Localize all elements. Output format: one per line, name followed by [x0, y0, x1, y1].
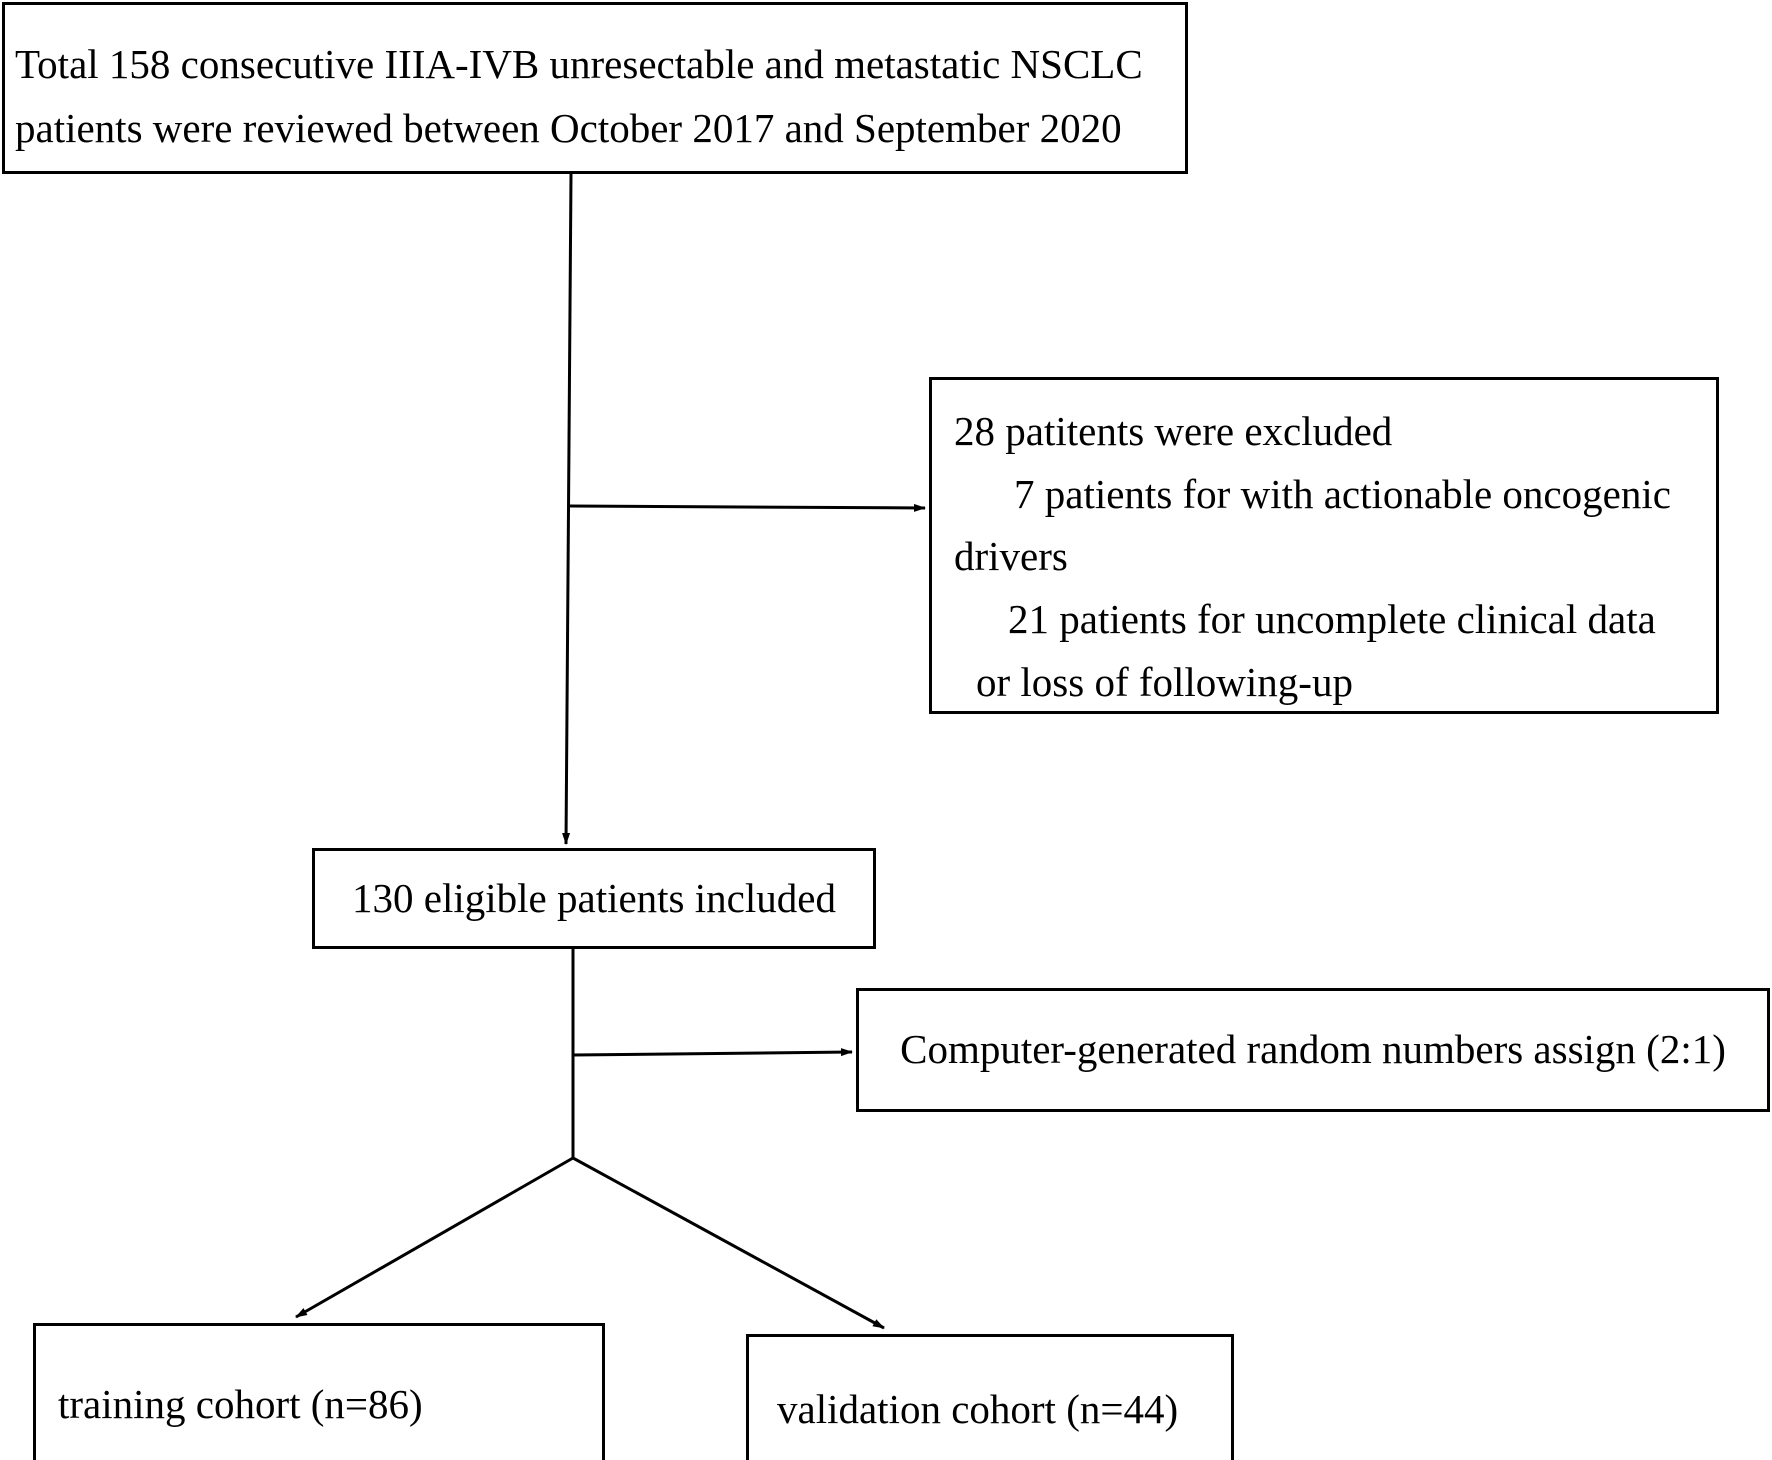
random-text: Computer-generated random numbers assign… [900, 1026, 1726, 1073]
arrow-to-validation [572, 1156, 885, 1330]
arrow-to-random [572, 1048, 853, 1057]
arrow-to-excluded [569, 503, 926, 512]
excluded-line-1: 28 patitents were excluded [954, 408, 1393, 454]
box-total-patients: Total 158 consecutive IIIA-IVB unresecta… [2, 2, 1188, 174]
eligible-text: 130 eligible patients included [352, 874, 836, 921]
box-excluded-patients: 28 patitents were excluded 7 patients fo… [929, 377, 1719, 714]
box-validation-cohort: validation cohort (n=44) [746, 1334, 1234, 1460]
box-random-assign: Computer-generated random numbers assign… [856, 988, 1770, 1112]
arrow-total-to-eligible [562, 173, 573, 845]
box-eligible-patients: 130 eligible patients included [312, 848, 876, 949]
excluded-line-5: or loss of following-up [976, 658, 1353, 705]
excluded-line-3: drivers [954, 533, 1068, 580]
arrow-to-training [295, 1156, 574, 1319]
excluded-line-2: 7 patients for with actionable oncogenic [1014, 470, 1671, 517]
total-line-1: Total 158 consecutive IIIA-IVB unresecta… [15, 41, 1143, 87]
box-training-cohort: training cohort (n=86) [33, 1323, 605, 1460]
validation-text: validation cohort (n=44) [777, 1386, 1179, 1432]
training-text: training cohort (n=86) [58, 1381, 423, 1427]
total-line-2: patients were reviewed between October 2… [15, 104, 1122, 151]
excluded-line-4: 21 patients for uncomplete clinical data [1008, 596, 1656, 643]
